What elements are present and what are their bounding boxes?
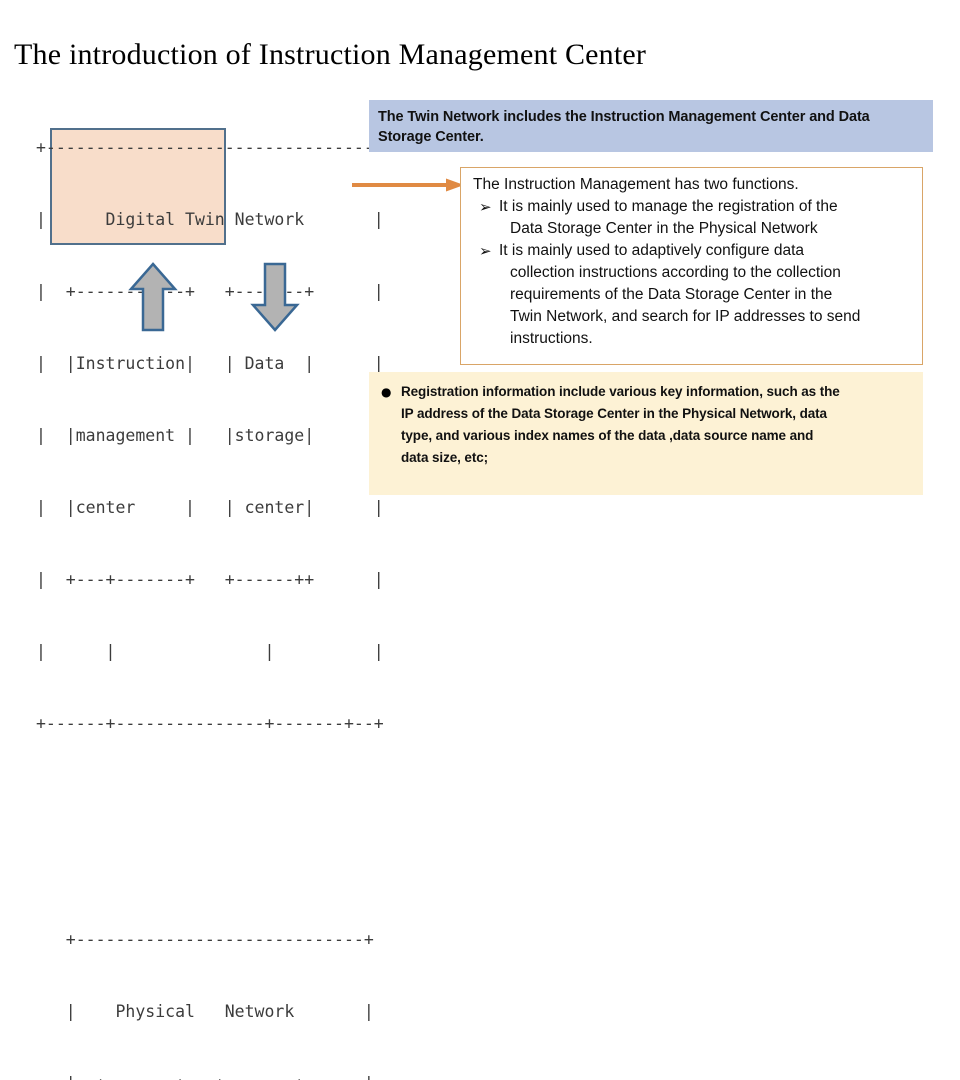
ascii-line: | |management | |storage| |- [36, 426, 394, 445]
functions-item-line: Twin Network, and search for IP addresse… [510, 308, 861, 325]
ascii-line [36, 784, 366, 808]
registration-line: type, and various index names of the dat… [401, 428, 814, 443]
functions-item-line: collection instructions according to the… [510, 264, 841, 281]
functions-item-line: It is mainly used to manage the registra… [499, 198, 838, 215]
registration-information-box: ● Registration information include vario… [369, 372, 923, 495]
registration-bullet-row: ● Registration information include vario… [381, 381, 913, 469]
instruction-management-functions-box: The Instruction Management has two funct… [460, 167, 923, 365]
page-title: The introduction of Instruction Manageme… [14, 38, 647, 71]
functions-item-line: It is mainly used to adaptively configur… [499, 242, 805, 259]
ascii-line: +---------------------------------+ [36, 138, 384, 157]
ascii-line: +------+---------------+-------+--+ [36, 714, 384, 733]
functions-heading: The Instruction Management has two funct… [473, 176, 799, 193]
functions-item-line: Data Storage Center in the Physical Netw… [510, 220, 818, 237]
ascii-line: | |Instruction| | Data | | [36, 354, 384, 373]
ascii-line: | Physical Network | [36, 1002, 374, 1021]
ascii-line: | | | | [36, 642, 384, 661]
twin-network-callout: The Twin Network includes the Instructio… [369, 100, 933, 152]
ascii-line: | |center | | center| | [36, 498, 384, 517]
registration-line: Registration information include various… [401, 384, 840, 399]
ascii-line [36, 856, 366, 880]
arrow-bullet-icon: ➢ [479, 242, 492, 260]
ascii-line: | +---+-------+ +------++ | [36, 570, 384, 589]
twin-network-callout-text: The Twin Network includes the Instructio… [378, 109, 870, 145]
registration-line: IP address of the Data Storage Center in… [401, 406, 827, 421]
functions-list-item: ➢ It is mainly used to adaptively config… [479, 240, 914, 350]
functions-item-line: instructions. [510, 330, 593, 347]
functions-item-line: requirements of the Data Storage Center … [510, 286, 833, 303]
down-block-arrow-icon [250, 262, 300, 332]
functions-item-text: It is mainly used to manage the registra… [499, 196, 914, 240]
ascii-line: +-----------------------------+ [36, 930, 374, 949]
registration-text: Registration information include various… [401, 381, 913, 469]
ascii-line: | Digital Twin Network | [36, 210, 384, 229]
ascii-line: | +-----------+ +-------+ | [36, 282, 384, 301]
arrow-bullet-icon: ➢ [479, 198, 492, 216]
registration-line: data size, etc; [401, 450, 489, 465]
round-bullet-icon: ● [381, 385, 392, 399]
functions-item-text: It is mainly used to adaptively configur… [499, 240, 914, 350]
up-block-arrow-icon [128, 262, 178, 332]
ascii-line: | +-------+ +-------+ | [36, 1072, 374, 1080]
functions-list-item: ➢ It is mainly used to manage the regist… [479, 196, 914, 240]
orange-right-arrow-icon [352, 178, 464, 192]
instruction-management-center-highlight [50, 128, 226, 245]
network-architecture-ascii-diagram: +---------------------------------+ | Di… [36, 88, 394, 1080]
